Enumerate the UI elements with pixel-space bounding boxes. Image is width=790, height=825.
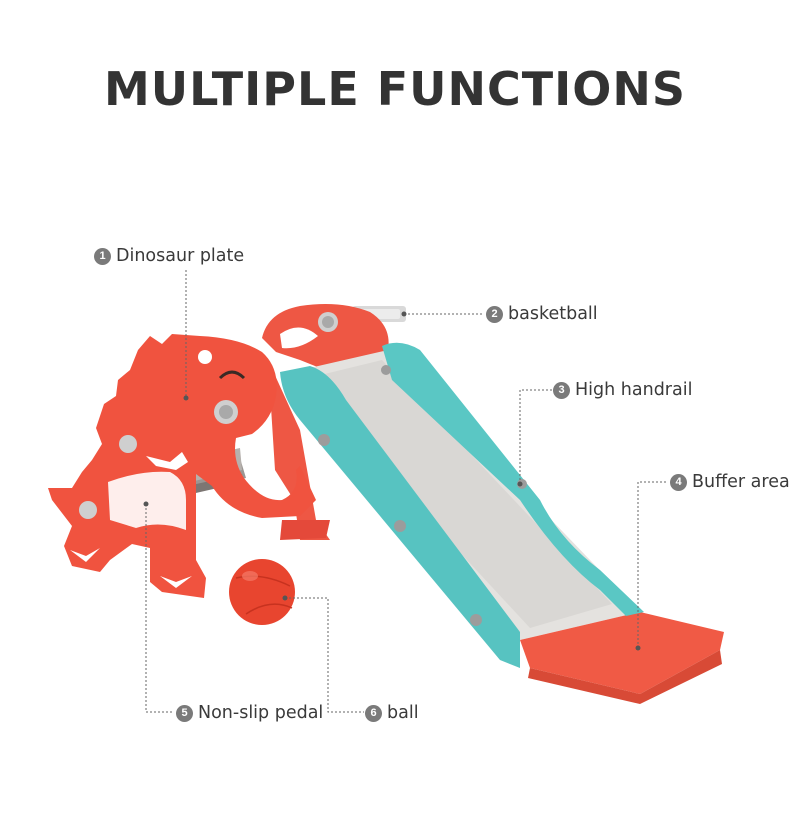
ball-graphic <box>229 559 295 625</box>
front-dinosaur-plate <box>48 334 316 598</box>
callout-number-5: 5 <box>176 704 193 722</box>
callout-number-3: 3 <box>553 381 570 399</box>
callout-non-slip-pedal: 5 Non-slip pedal <box>176 703 323 723</box>
slide <box>292 350 724 704</box>
callout-label-basketball: basketball <box>508 304 598 324</box>
callout-number-2: 2 <box>486 305 503 323</box>
callout-label-buffer-area: Buffer area <box>692 472 790 492</box>
callout-dinosaur-plate: 1 Dinosaur plate <box>94 246 244 266</box>
high-handrail <box>280 342 644 668</box>
back-dinosaur-plate <box>262 304 389 540</box>
callout-basketball: 2 basketball <box>486 304 598 324</box>
callout-label-dinosaur-plate: Dinosaur plate <box>116 246 245 266</box>
callout-high-handrail: 3 High handrail <box>553 380 692 400</box>
callout-leader-lines <box>145 270 668 713</box>
callout-anchor-dots <box>143 311 641 651</box>
callout-number-1: 1 <box>94 247 111 265</box>
callout-number-6: 6 <box>365 704 382 722</box>
callout-number-4: 4 <box>670 473 687 491</box>
callout-ball: 6 ball <box>365 703 419 723</box>
callout-buffer-area: 4 Buffer area <box>670 472 790 492</box>
callout-label-high-handrail: High handrail <box>575 380 693 400</box>
page-title: MULTIPLE FUNCTIONS <box>103 62 687 116</box>
callout-label-ball: ball <box>387 703 419 723</box>
callout-label-non-slip-pedal: Non-slip pedal <box>198 703 324 723</box>
